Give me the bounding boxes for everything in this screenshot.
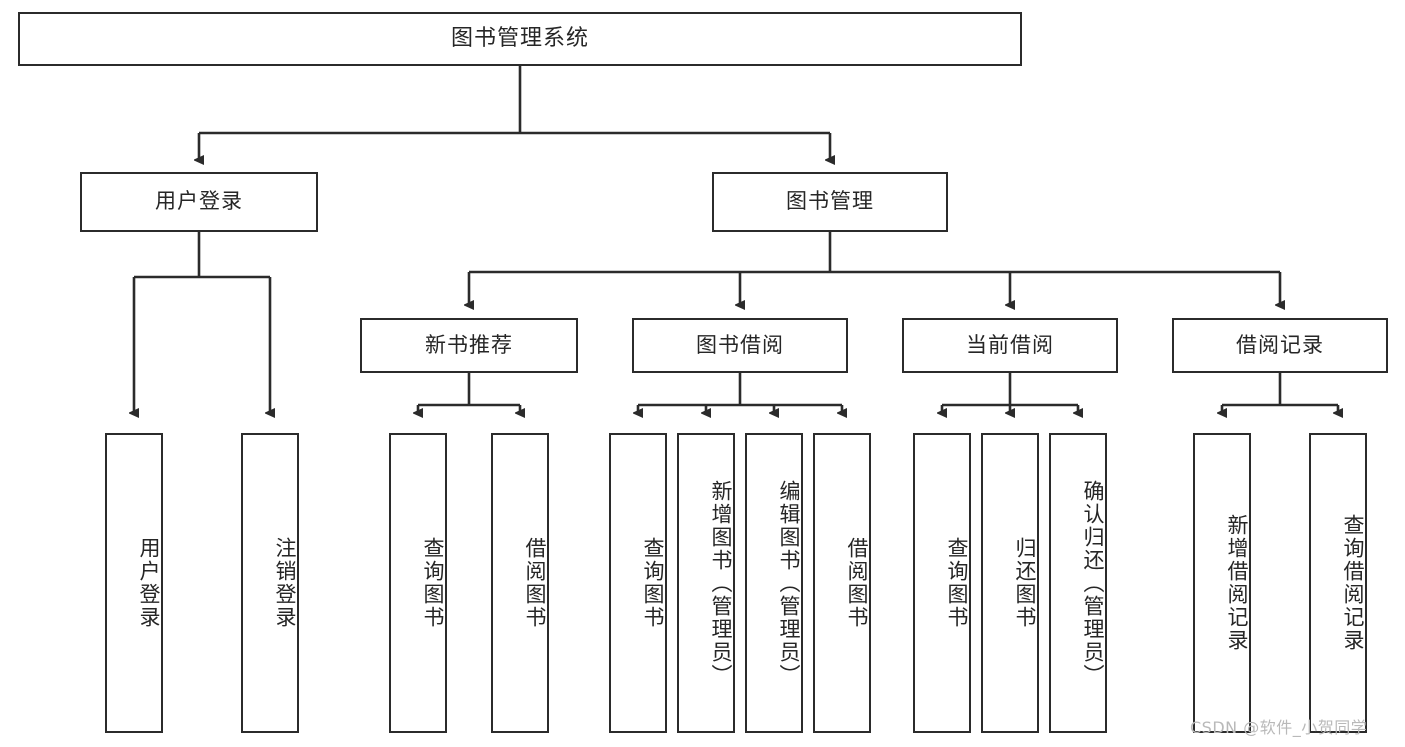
node-leaf-query-book-2-label: 查询图书 — [641, 537, 665, 629]
node-leaf-confirm-return-label: 确认归还（管理员） — [1081, 479, 1105, 687]
node-leaf-edit-book[interactable]: 编辑图书（管理员） — [745, 433, 803, 733]
node-leaf-user-login-label: 用户登录 — [137, 537, 161, 629]
node-leaf-add-book[interactable]: 新增图书（管理员） — [677, 433, 735, 733]
node-leaf-confirm-return[interactable]: 确认归还（管理员） — [1049, 433, 1107, 733]
node-new-book-recommend[interactable]: 新书推荐 — [360, 318, 578, 373]
node-leaf-logout-login-label: 注销登录 — [273, 537, 297, 629]
node-book-manage-label: 图书管理 — [786, 189, 874, 214]
node-leaf-borrow-book-2-label: 借阅图书 — [845, 537, 869, 629]
node-leaf-user-login[interactable]: 用户登录 — [105, 433, 163, 733]
node-borrow-record[interactable]: 借阅记录 — [1172, 318, 1388, 373]
node-leaf-add-record-label: 新增借阅记录 — [1225, 514, 1249, 652]
node-leaf-query-record-label: 查询借阅记录 — [1341, 514, 1365, 652]
node-new-book-recommend-label: 新书推荐 — [425, 332, 513, 357]
node-current-borrow-label: 当前借阅 — [966, 332, 1054, 357]
node-leaf-logout-login[interactable]: 注销登录 — [241, 433, 299, 733]
node-leaf-query-record[interactable]: 查询借阅记录 — [1309, 433, 1367, 733]
csdn-watermark: CSDN @软件_小贺同学 — [1190, 718, 1368, 737]
node-book-borrow[interactable]: 图书借阅 — [632, 318, 848, 373]
node-book-manage[interactable]: 图书管理 — [712, 172, 948, 232]
node-leaf-edit-book-label: 编辑图书（管理员） — [777, 479, 801, 687]
node-leaf-return-book-label: 归还图书 — [1013, 537, 1037, 629]
node-book-borrow-label: 图书借阅 — [696, 332, 784, 357]
node-leaf-add-record[interactable]: 新增借阅记录 — [1193, 433, 1251, 733]
node-user-login-label: 用户登录 — [155, 189, 243, 214]
node-leaf-query-book-1-label: 查询图书 — [421, 537, 445, 629]
node-leaf-add-book-label: 新增图书（管理员） — [709, 479, 733, 687]
node-leaf-query-book-1[interactable]: 查询图书 — [389, 433, 447, 733]
node-leaf-borrow-book-1-label: 借阅图书 — [523, 537, 547, 629]
node-leaf-query-book-2[interactable]: 查询图书 — [609, 433, 667, 733]
node-current-borrow[interactable]: 当前借阅 — [902, 318, 1118, 373]
node-borrow-record-label: 借阅记录 — [1236, 332, 1324, 357]
node-leaf-borrow-book-1[interactable]: 借阅图书 — [491, 433, 549, 733]
node-leaf-borrow-book-2[interactable]: 借阅图书 — [813, 433, 871, 733]
node-user-login[interactable]: 用户登录 — [80, 172, 318, 232]
node-root[interactable]: 图书管理系统 — [18, 12, 1022, 66]
node-root-label: 图书管理系统 — [450, 25, 589, 51]
node-leaf-query-book-3[interactable]: 查询图书 — [913, 433, 971, 733]
node-leaf-return-book[interactable]: 归还图书 — [981, 433, 1039, 733]
node-leaf-query-book-3-label: 查询图书 — [945, 537, 969, 629]
